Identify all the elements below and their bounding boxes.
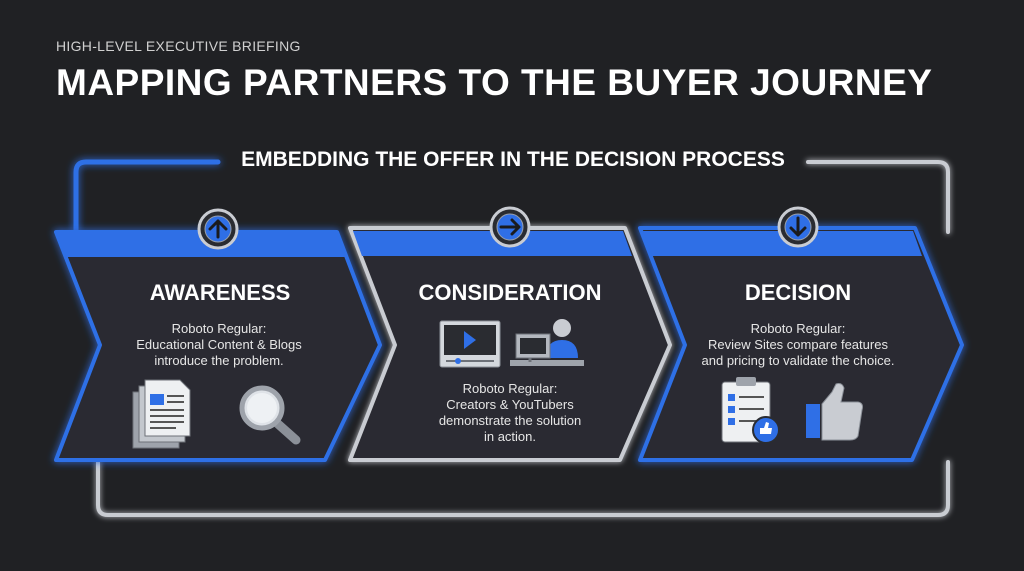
stage-body-line: Roboto Regular:	[462, 381, 558, 396]
stage-body-line: and pricing to validate the choice.	[701, 353, 895, 368]
outer-frame	[73, 159, 950, 517]
video-player-icon	[439, 320, 501, 368]
frame-subtitle: EMBEDDING THE OFFER IN THE DECISION PROC…	[241, 148, 785, 171]
eyebrow-label: HIGH-LEVEL EXECUTIVE BRIEFING	[56, 38, 301, 54]
stage-body-line: Review Sites compare features	[708, 337, 888, 352]
stage-title-decision: DECISION	[744, 280, 852, 305]
arrow-right-icon	[489, 206, 531, 248]
page-title: MAPPING PARTNERS TO THE BUYER JOURNEY	[56, 62, 933, 103]
creator-at-desk-icon	[510, 319, 584, 366]
stage-title-consideration: CONSIDERATION	[418, 280, 602, 305]
thumbs-up-icon	[806, 383, 863, 441]
stage-body-line: in action.	[483, 429, 537, 444]
stage-body-line: Creators & YouTubers	[446, 397, 574, 412]
stage-consideration	[348, 226, 672, 462]
stage-body-awareness: Roboto Regular: Educational Content & Bl…	[104, 321, 334, 369]
checklist-icon	[721, 377, 780, 444]
arrow-up-icon	[197, 208, 239, 250]
stage-title-awareness: AWARENESS	[149, 280, 291, 305]
stage-body-line: Educational Content & Blogs	[136, 337, 302, 352]
stage-body-consideration: Roboto Regular: Creators & YouTubers dem…	[410, 381, 610, 445]
stage-body-line: Roboto Regular:	[171, 321, 267, 336]
document-icon	[132, 379, 191, 449]
magnifier-icon	[239, 385, 301, 445]
arrow-down-icon	[777, 206, 819, 248]
stage-body-line: Roboto Regular:	[750, 321, 846, 336]
stage-body-decision: Roboto Regular: Review Sites compare fea…	[683, 321, 913, 369]
stage-body-line: demonstrate the solution	[438, 413, 582, 428]
stage-body-line: introduce the problem.	[154, 353, 284, 368]
stage-decision	[638, 226, 964, 462]
